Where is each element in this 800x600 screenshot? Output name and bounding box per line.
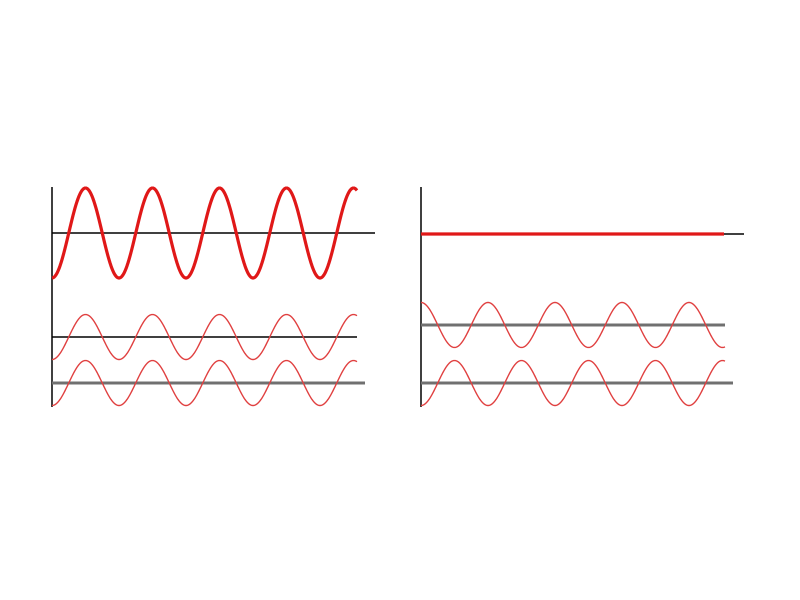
resultant-wave xyxy=(51,186,359,280)
component-wave-2 xyxy=(51,359,358,407)
component-wave-1 xyxy=(420,301,726,349)
component-wave-2 xyxy=(420,359,726,407)
component-wave-1 xyxy=(51,313,358,361)
